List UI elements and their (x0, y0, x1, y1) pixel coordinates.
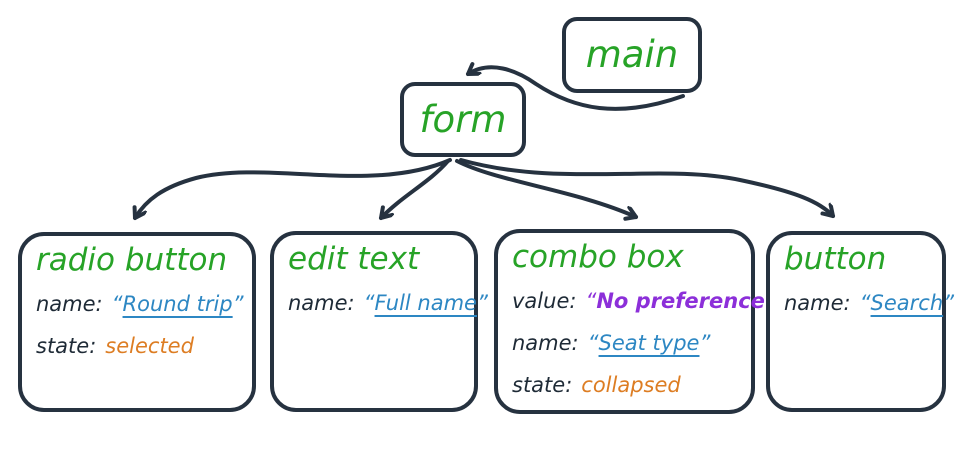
edge-form-to-edit-text (379, 159, 450, 220)
node-combo-box: combo box value:“No preference” name:“Se… (494, 229, 776, 414)
edge-form-to-radio-button (135, 158, 452, 220)
prop-value: Full name (374, 291, 477, 315)
node-form: form (400, 82, 526, 157)
node-edit-text: edit text name: “Full name” (270, 231, 488, 412)
open-quote-glyph: “ (363, 291, 375, 315)
open-quote-glyph: “ (859, 291, 871, 315)
prop-name: name: “Round trip” (36, 290, 244, 319)
prop-label: name: (288, 291, 355, 315)
node-radio-button-title: radio button (36, 242, 228, 278)
prop-label: name: (512, 331, 579, 355)
open-quote-glyph: “ (111, 292, 123, 316)
node-button-title: button (784, 241, 887, 277)
node-edit-text-title: edit text (288, 241, 420, 277)
prop-value: Search (870, 291, 944, 315)
prop-name: name: “Search” (784, 289, 954, 318)
prop-state: state: selected (36, 332, 238, 361)
prop-value-row: value:“No preference” (512, 287, 776, 316)
prop-value: collapsed (581, 373, 681, 397)
close-quote-glyph: ” (232, 292, 244, 316)
open-quote-glyph: “ (587, 331, 599, 355)
prop-value: Round trip (122, 292, 233, 316)
node-combo-box-title: combo box (512, 239, 684, 275)
node-main-title: main (585, 33, 679, 76)
prop-state: state: collapsed (512, 371, 737, 400)
node-form-title: form (419, 97, 507, 141)
node-button: button name: “Search” (766, 231, 954, 412)
edge-form-to-combo-box (455, 159, 638, 217)
prop-value: No preference (596, 289, 765, 313)
open-quote-glyph: “ (585, 289, 597, 313)
prop-label: name: (36, 292, 103, 316)
node-main: main (562, 17, 702, 93)
prop-label: name: (784, 291, 851, 315)
prop-name: name: “Seat type” (512, 329, 737, 358)
edge-form-to-button (459, 158, 835, 218)
close-quote-glyph: ” (699, 331, 711, 355)
prop-value: selected (105, 334, 194, 358)
prop-value: Seat type (598, 331, 700, 355)
prop-label: state: (36, 334, 97, 358)
close-quote-glyph: ” (943, 291, 955, 315)
node-radio-button: radio button name: “Round trip” state: sel… (18, 232, 256, 412)
edge-main-to-form (466, 67, 685, 111)
close-quote-glyph: ” (476, 291, 488, 315)
prop-label: state: (512, 373, 573, 397)
prop-label: value: (512, 289, 577, 313)
prop-name: name: “Full name” (288, 289, 488, 318)
